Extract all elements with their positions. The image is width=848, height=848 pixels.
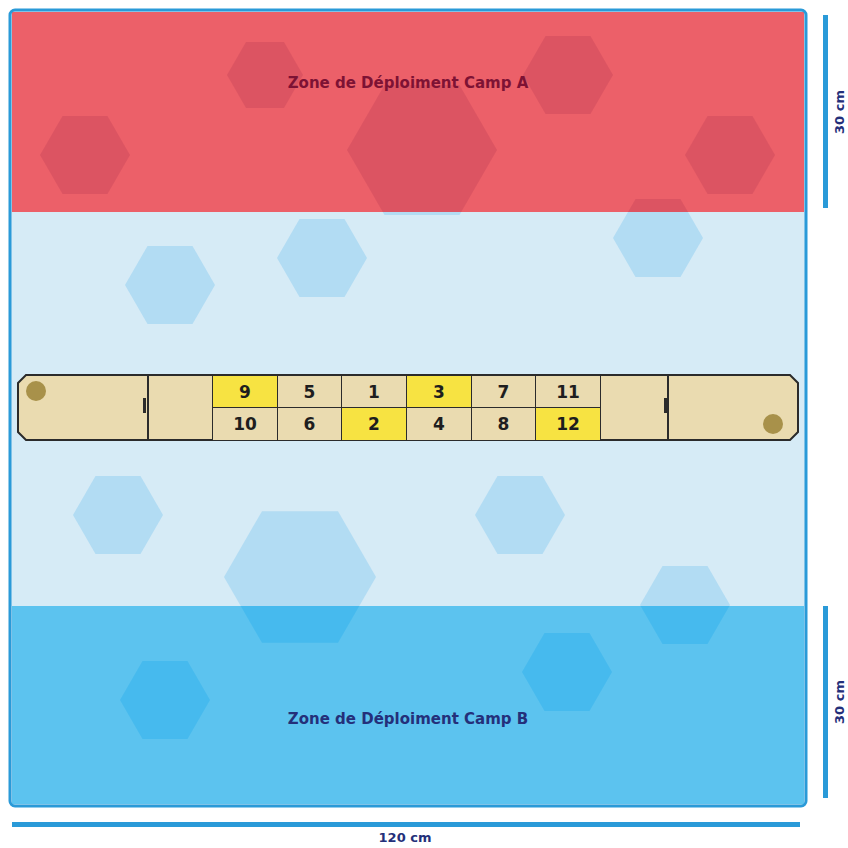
middle-zone (10, 10, 806, 806)
objective-cell: 10 (212, 407, 278, 441)
objective-cell: 2 (341, 407, 407, 441)
hexagon (640, 566, 730, 606)
bar-peg (763, 414, 783, 434)
hexagons (40, 36, 775, 212)
cell-number: 7 (498, 382, 510, 402)
bar-tick (143, 398, 146, 413)
dimension-bar (823, 15, 828, 208)
objective-cell: 9 (212, 375, 278, 408)
cell-number: 9 (239, 382, 251, 402)
objective-cell: 4 (406, 407, 472, 441)
objective-cell: 5 (277, 375, 342, 408)
dimension-label: 120 cm (379, 830, 432, 845)
cell-number: 8 (498, 414, 510, 434)
cell-number: 3 (433, 382, 445, 402)
cell-number: 5 (304, 382, 316, 402)
dimension-bar (823, 606, 828, 798)
zone-title: Zone de Déploiment Camp B (288, 710, 528, 728)
hexagon (640, 606, 730, 644)
map-border (10, 10, 806, 806)
objective-cell: 11 (535, 375, 601, 408)
hexagon (224, 511, 376, 606)
hexagon (613, 212, 703, 277)
hexagon (73, 476, 163, 554)
objective-cell: 6 (277, 407, 342, 441)
hexagon (347, 212, 497, 215)
objective-cell: 8 (471, 407, 536, 441)
zone-title: Zone de Déploiment Camp A (288, 74, 529, 92)
hexagon (347, 85, 497, 212)
hexagon (613, 199, 703, 212)
cell-number: 12 (556, 414, 580, 434)
hexagon (224, 606, 376, 643)
dimension-label: 30 cm (832, 90, 847, 134)
bar-outline (18, 375, 798, 440)
objective-cell: 3 (406, 375, 472, 408)
hexagon (227, 42, 303, 108)
dimension-label: 30 cm (832, 680, 847, 724)
hexagons (40, 212, 775, 606)
hexagon (475, 476, 565, 554)
cell-number: 11 (556, 382, 580, 402)
cell-number: 6 (304, 414, 316, 434)
bar-tick (664, 398, 667, 413)
cell-number: 2 (368, 414, 380, 434)
hexagon (40, 116, 130, 194)
cell-number: 4 (433, 414, 445, 434)
cell-number: 1 (368, 382, 380, 402)
hexagon (120, 661, 210, 739)
bar-peg (26, 381, 46, 401)
hexagons (40, 606, 775, 739)
dimension-bar (12, 822, 800, 827)
hexagon (522, 633, 612, 711)
hexagon (277, 219, 367, 297)
bar-divider (667, 375, 669, 440)
hexagon (523, 36, 613, 114)
objective-cell: 7 (471, 375, 536, 408)
objective-cell: 1 (341, 375, 407, 408)
objective-cell: 12 (535, 407, 601, 441)
deployment-zone: Zone de Déploiment Camp A (12, 12, 804, 212)
hexagon (685, 116, 775, 194)
deployment-zone: Zone de Déploiment Camp B (12, 606, 804, 804)
hexagon (125, 246, 215, 324)
cell-number: 10 (233, 414, 257, 434)
bar-divider (147, 375, 149, 440)
